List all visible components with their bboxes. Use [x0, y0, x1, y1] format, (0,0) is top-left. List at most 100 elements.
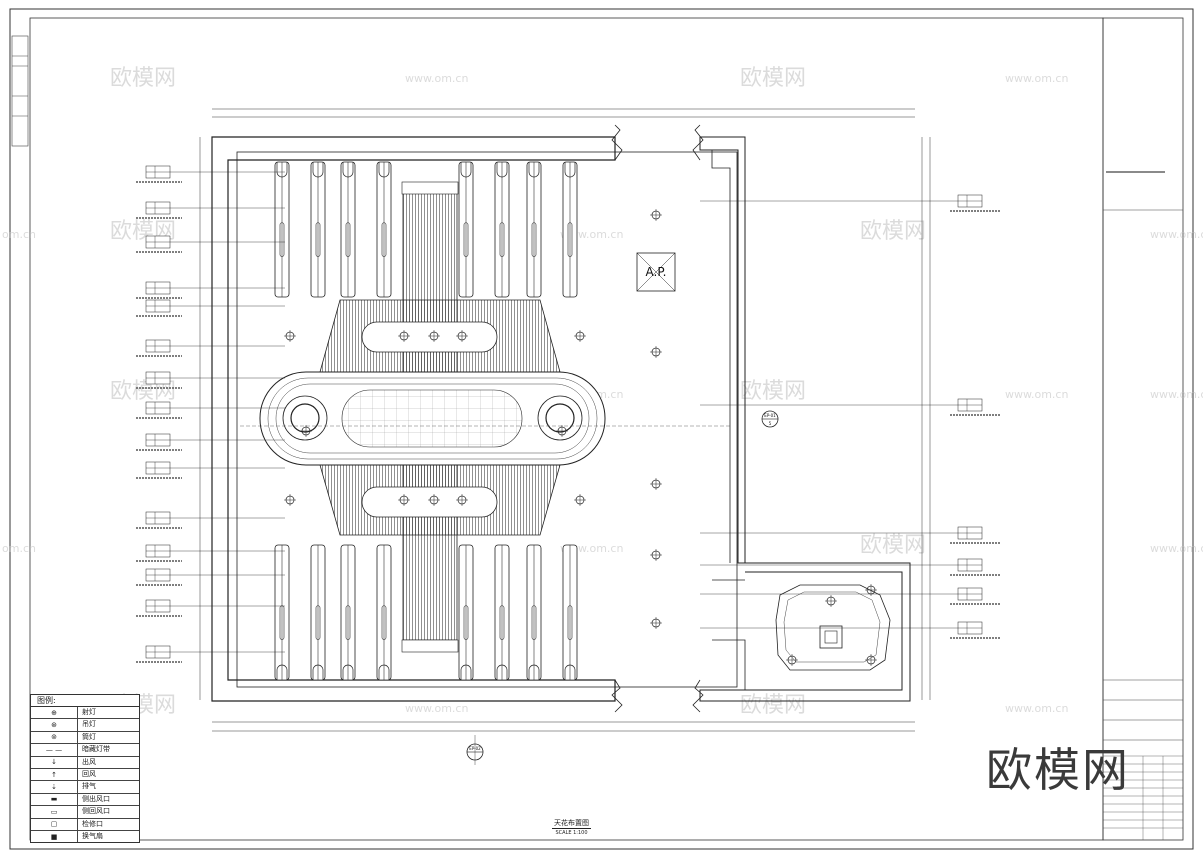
- watermark-logo: 欧模网: [740, 693, 806, 718]
- spotlight-symbols: [284, 209, 877, 666]
- spotlight-icon: [650, 346, 662, 358]
- spotlight-icon: [456, 330, 468, 342]
- watermark-url: www.om.cn: [1005, 72, 1068, 85]
- legend-row: ▭ 侧回风口: [31, 806, 139, 819]
- callout-tags: [136, 165, 1000, 663]
- section-marker-top: EP-01 5: [761, 410, 779, 428]
- legend-label: 检修口: [82, 819, 103, 828]
- callout-tag: [136, 401, 285, 419]
- access-panel-symbol: A.P.: [636, 252, 676, 292]
- watermark-url: www.om.cn: [405, 702, 468, 715]
- seating-bays: [274, 161, 578, 681]
- legend-title: 图例:: [31, 695, 139, 707]
- section-marker-bottom: EP-02: [466, 735, 484, 765]
- watermark-logo: 欧模网: [740, 66, 806, 91]
- spotlight-icon: [650, 209, 662, 221]
- spotlight-icon: [650, 617, 662, 629]
- watermark-url: om.cn: [2, 228, 36, 241]
- callout-tag: [136, 339, 285, 357]
- legend-row: ⊕射灯: [31, 707, 139, 720]
- svg-text:5: 5: [769, 421, 772, 426]
- legend-symbol-icon: ⇣: [31, 781, 78, 793]
- margin-strip: [11, 35, 29, 147]
- spotlight-icon: [398, 494, 410, 506]
- legend-row: ▬ 侧出风口: [31, 793, 139, 807]
- callout-tag: [700, 587, 1000, 605]
- spotlight-icon: [556, 425, 568, 437]
- watermark-url: www.om.cn: [1150, 228, 1203, 241]
- legend-symbol-icon: ↓: [31, 756, 78, 768]
- svg-text:EP-01: EP-01: [764, 413, 776, 418]
- legend-label: 暗藏灯带: [82, 745, 110, 754]
- callout-tag: [136, 645, 285, 663]
- callout-tag: [136, 371, 285, 389]
- legend-row: ⇣ 排气: [31, 781, 139, 794]
- legend-symbol-icon: ■: [31, 830, 78, 843]
- legend-label: 回风: [82, 769, 96, 778]
- legend-symbol-icon: ▢: [31, 818, 78, 830]
- callout-tag: [136, 599, 285, 617]
- spotlight-icon: [456, 494, 468, 506]
- brand-logo: 欧模网: [986, 743, 1130, 797]
- drawing-title: 天花布置图 SCALE 1:100: [552, 818, 591, 836]
- legend-label: 出风: [82, 757, 96, 766]
- legend-symbol-icon: ▭: [31, 806, 78, 818]
- legend-row: ⊚筒灯: [31, 731, 139, 745]
- watermark-logo: 欧模网: [110, 66, 176, 91]
- small-room-ceiling: [775, 584, 891, 671]
- callout-tag: [700, 526, 1000, 544]
- callout-tag: [700, 621, 1000, 639]
- spotlight-icon: [574, 494, 586, 506]
- legend-row: ↓ 出风: [31, 756, 139, 769]
- legend-table: 图例: ⊕射灯⊛ 吊灯 ⊚筒灯— — 暗藏灯带 ↓ 出风 ↑ 回风 ⇣ 排气 ▬ 侧出风口 ▭ 侧回风口 ▢…: [30, 694, 140, 844]
- spotlight-icon: [428, 494, 440, 506]
- watermark-url: www.om.cn: [1150, 542, 1203, 555]
- callout-tag: [136, 511, 285, 529]
- spotlight-icon: [398, 330, 410, 342]
- legend-symbol-icon: ⊛: [31, 719, 78, 731]
- legend-symbol-icon: ⊚: [31, 731, 78, 744]
- spotlight-icon: [300, 425, 312, 437]
- legend-label: 吊灯: [82, 720, 96, 729]
- spotlight-icon: [650, 478, 662, 490]
- callout-tag: [700, 194, 1000, 212]
- watermark-logo: 欧模网: [740, 379, 806, 404]
- break-lines: [611, 124, 704, 713]
- legend-symbol-icon: ↑: [31, 768, 78, 781]
- callout-tag: [136, 568, 285, 586]
- spotlight-icon: [284, 330, 296, 342]
- building-walls: [211, 136, 911, 702]
- legend-row: ↑ 回风: [31, 768, 139, 782]
- drawing-title-scale: SCALE 1:100: [555, 830, 588, 836]
- callout-tag: [136, 201, 285, 219]
- drawing-title-name: 天花布置图: [552, 819, 591, 829]
- spotlight-icon: [284, 494, 296, 506]
- legend-label: 侧回风口: [82, 807, 110, 816]
- callout-tag: [136, 235, 285, 253]
- legend-row: — — 暗藏灯带: [31, 744, 139, 757]
- callout-tag: [136, 299, 285, 317]
- legend-label: 侧出风口: [82, 794, 110, 803]
- legend-row: ■ 换气扇: [31, 830, 139, 843]
- callout-tag: [700, 398, 1000, 416]
- spotlight-icon: [865, 654, 877, 666]
- legend-symbol-icon: — —: [31, 744, 78, 756]
- callout-tag: [700, 558, 1000, 576]
- callout-tag: [136, 281, 285, 299]
- spotlight-icon: [825, 595, 837, 607]
- watermark-url: om.cn: [2, 542, 36, 555]
- legend-symbol-icon: ▬: [31, 793, 78, 806]
- callout-tag: [136, 165, 285, 183]
- spotlight-icon: [786, 654, 798, 666]
- svg-text:EP-02: EP-02: [469, 746, 481, 751]
- legend-label: 排气: [82, 782, 96, 791]
- legend-label: 换气扇: [82, 831, 103, 840]
- legend-row: ▢ 检修口: [31, 818, 139, 831]
- spotlight-icon: [428, 330, 440, 342]
- sheet-border: [9, 8, 1194, 850]
- watermark-logo: 欧模网: [860, 219, 926, 244]
- dimension-lines: [199, 108, 931, 732]
- callout-tag: [136, 544, 285, 562]
